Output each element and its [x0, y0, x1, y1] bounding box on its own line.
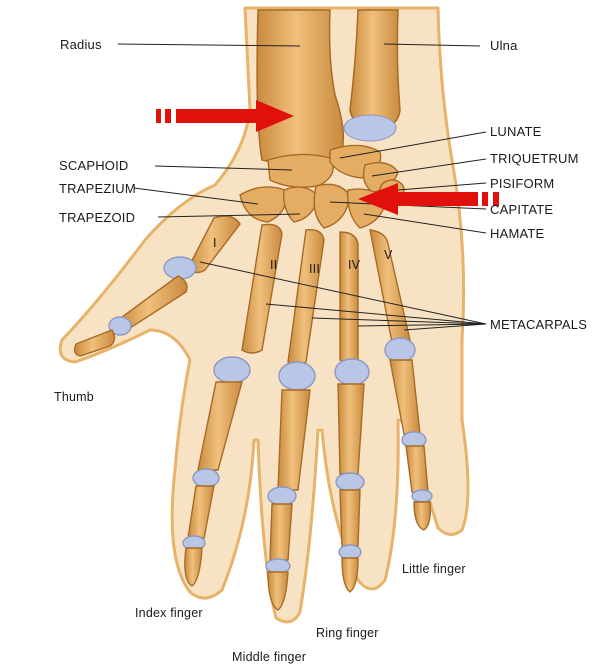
index-finger-label: Index finger	[135, 606, 203, 621]
trapezoid-label: TRAPEZOID	[59, 210, 135, 225]
pisiform-label: PISIFORM	[490, 176, 554, 191]
scaphoid-label: SCAPHOID	[59, 158, 129, 173]
middle-finger-label: Middle finger	[232, 650, 306, 665]
metacarpal-numeral-iv: IV	[348, 258, 360, 273]
metacarpal-numeral-ii: II	[270, 258, 277, 273]
metacarpal-numeral-i: I	[213, 236, 217, 251]
hamate-label: HAMATE	[490, 226, 544, 241]
lunate-label: LUNATE	[490, 124, 542, 139]
radius-label: Radius	[60, 37, 102, 52]
ulna-label: Ulna	[490, 38, 518, 53]
trapezium-label: TRAPEZIUM	[59, 181, 136, 196]
metacarpal-numeral-v: V	[384, 248, 393, 263]
metacarpal-numeral-iii: III	[309, 262, 320, 277]
ring-finger-label: Ring finger	[316, 626, 379, 641]
capitate-label: CAPITATE	[490, 202, 553, 217]
thumb-label: Thumb	[54, 390, 94, 405]
little-finger-label: Little finger	[402, 562, 466, 577]
scaphoid-bone	[268, 154, 333, 187]
metacarpals-label: METACARPALS	[490, 317, 587, 332]
triquetrum-label: TRIQUETRUM	[490, 151, 579, 166]
